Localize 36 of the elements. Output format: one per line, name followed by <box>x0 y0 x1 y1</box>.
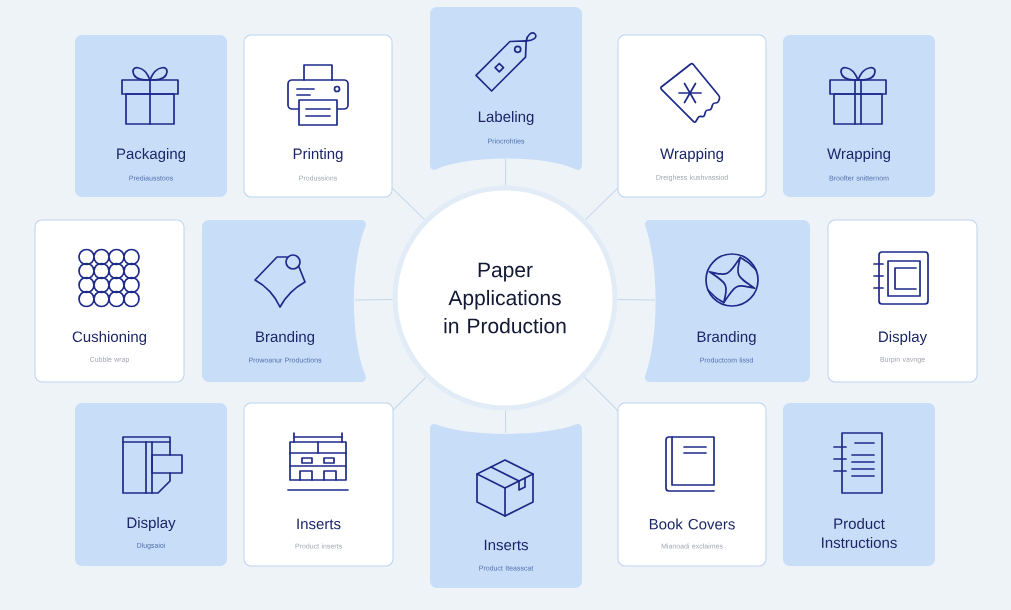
connector-line <box>617 299 656 301</box>
connector-line <box>585 187 619 220</box>
card <box>783 35 935 197</box>
card-title: Display <box>879 331 928 345</box>
card <box>827 219 978 383</box>
connector-line <box>354 299 393 301</box>
card-title: Wrapping <box>660 148 723 162</box>
card <box>75 35 227 197</box>
card-title: Branding <box>697 331 756 345</box>
card-title: Wrapping <box>827 148 890 162</box>
card <box>243 402 394 567</box>
connector-line <box>584 377 619 412</box>
card-title: Cushioning <box>72 331 147 345</box>
card <box>783 403 935 566</box>
card-title: Inserts <box>297 518 341 530</box>
card-title: Product Instructions <box>822 518 897 548</box>
connector-line <box>391 187 425 220</box>
card <box>34 219 185 383</box>
connector-line <box>505 410 507 434</box>
card-title: Packaging <box>117 148 186 162</box>
card <box>75 403 227 566</box>
card <box>243 34 393 198</box>
card <box>617 402 767 567</box>
card-title: Labeling <box>478 111 534 125</box>
card-title: Branding <box>256 331 315 345</box>
connector-line <box>505 158 507 186</box>
card <box>645 220 810 382</box>
card-title: Book Covers <box>649 518 735 530</box>
card <box>202 220 366 382</box>
connector-line <box>392 377 426 411</box>
card <box>617 34 767 198</box>
card-title: Inserts <box>484 539 528 551</box>
card <box>430 424 582 588</box>
card-title: Display <box>127 517 176 531</box>
card <box>430 7 582 170</box>
card-title: Printing <box>293 148 343 162</box>
